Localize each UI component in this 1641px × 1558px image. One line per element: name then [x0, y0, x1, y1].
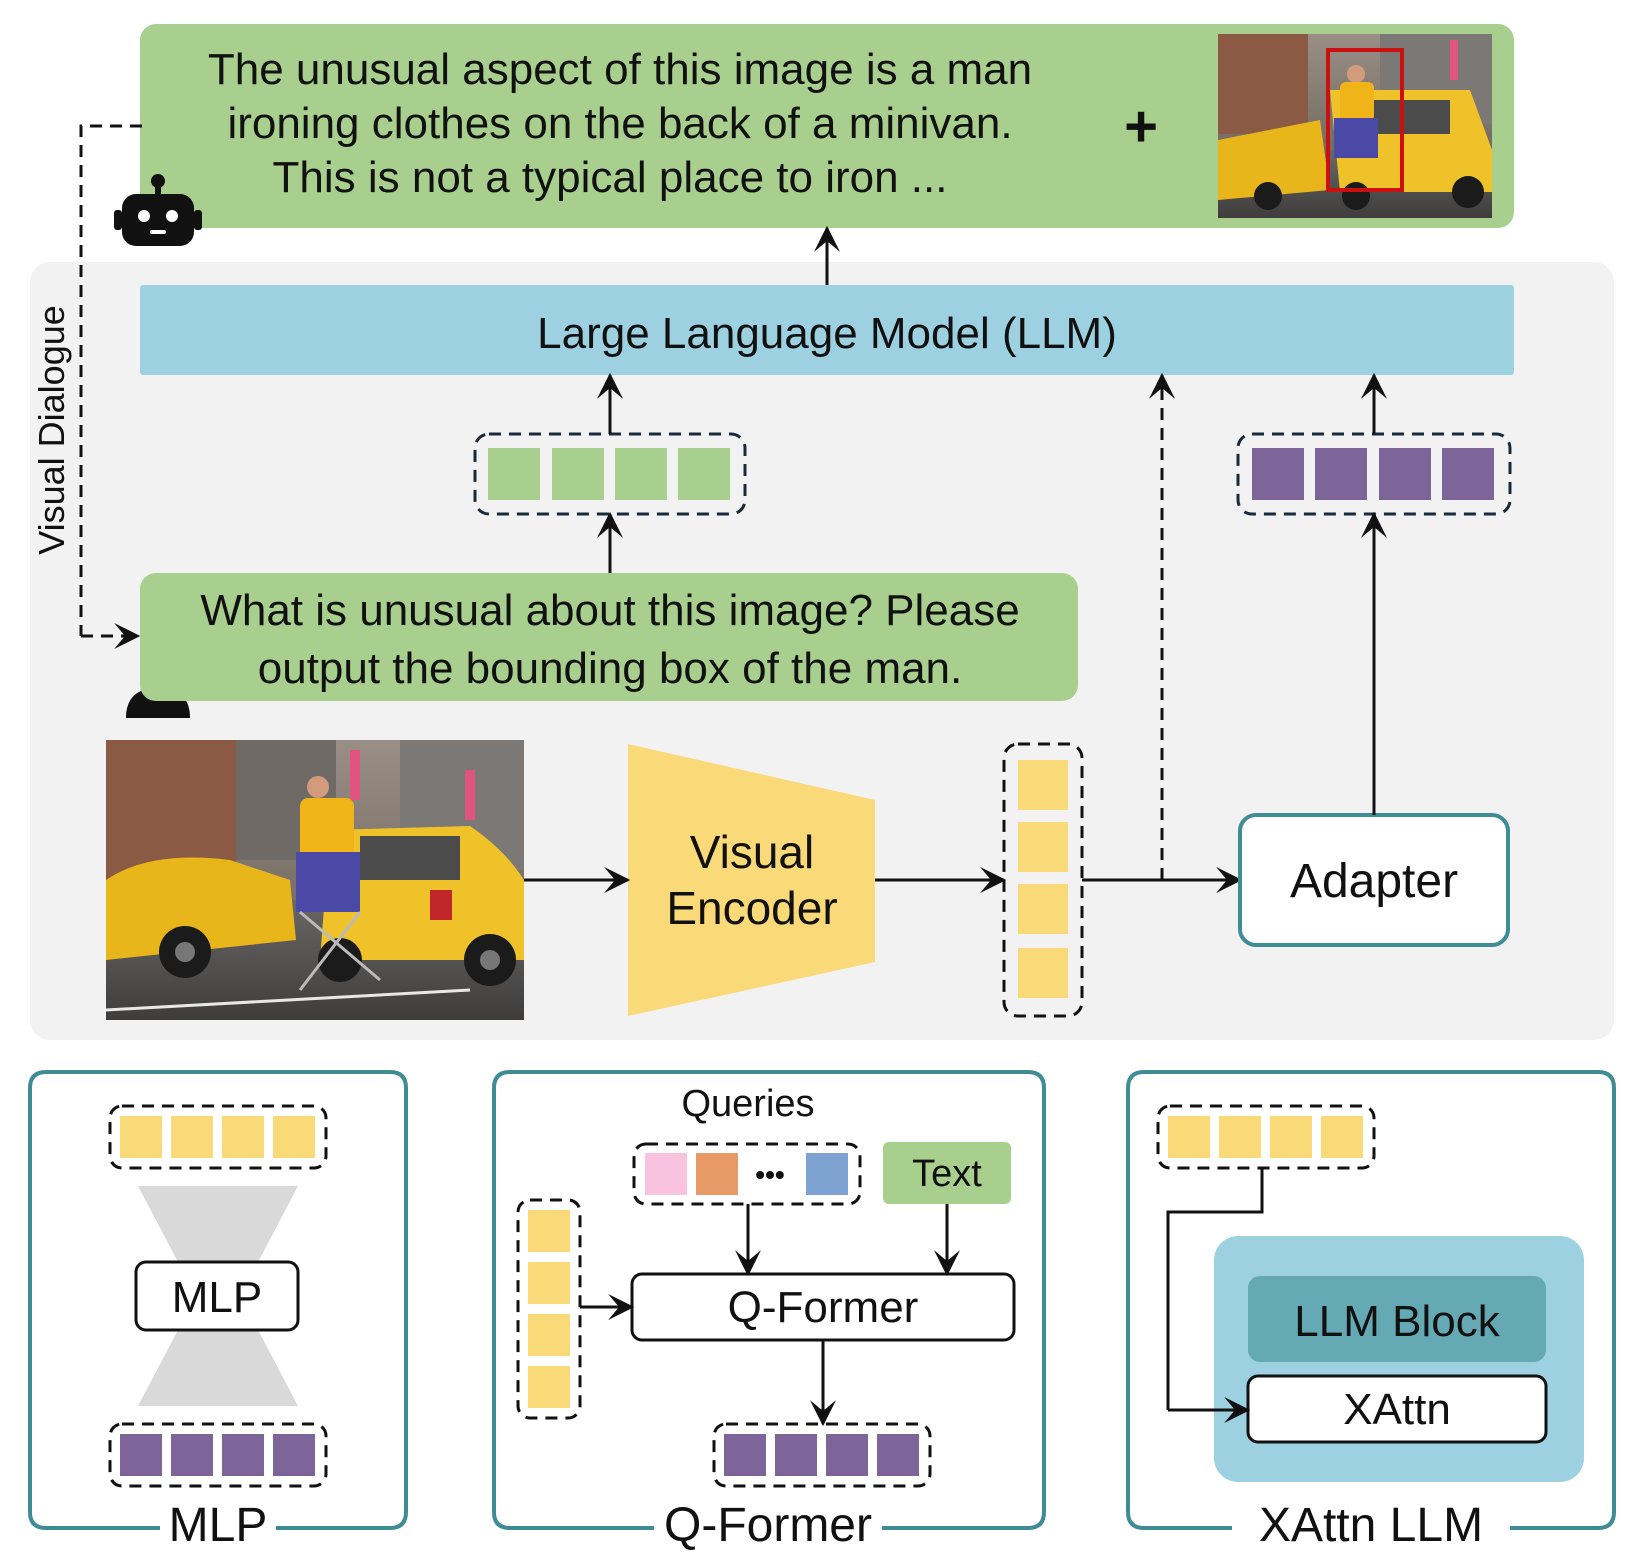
mlp-panel-title: MLP	[169, 1499, 268, 1552]
input-image	[106, 740, 524, 1020]
adapted-token-group	[1236, 432, 1512, 516]
xattn-llm-panel: XAttn LLM LLM Block XAttn	[1126, 1070, 1616, 1552]
question-line-1: What is unusual about this image? Please	[200, 586, 1019, 635]
visual-dialogue-label: Visual Dialogue	[31, 305, 72, 555]
text-input-label: Text	[912, 1153, 982, 1195]
llm-label: Large Language Model (LLM)	[537, 309, 1117, 358]
qformer-panel-title: Q-Former	[664, 1499, 872, 1552]
visual-dialogue-loop: Visual Dialogue	[31, 124, 142, 649]
robot-icon	[114, 174, 202, 246]
text-token-group	[473, 432, 747, 516]
response-line-3: This is not a typical place to iron ...	[273, 153, 948, 202]
llm-bar: Large Language Model (LLM)	[140, 285, 1514, 375]
encoder-label-line-1: Visual	[690, 826, 814, 878]
visual-token-group	[1002, 742, 1084, 1018]
encoder-label-line-2: Encoder	[666, 882, 837, 934]
output-image-thumbnail	[1218, 34, 1492, 218]
adapter-label: Adapter	[1290, 855, 1458, 908]
response-line-2: ironing clothes on the back of a minivan…	[227, 99, 1012, 148]
qformer-panel: Q-Former Queries ••• Text Q-Former	[492, 1070, 1046, 1552]
bounding-box	[1326, 48, 1404, 192]
visual-encoder: Visual Encoder	[628, 744, 875, 1016]
question-box	[140, 573, 1078, 701]
xattn-block-label: XAttn	[1343, 1385, 1451, 1434]
qformer-block-label: Q-Former	[728, 1283, 919, 1332]
response-bubble: The unusual aspect of this image is a ma…	[140, 24, 1514, 228]
mlp-block-label: MLP	[172, 1273, 262, 1322]
xattn-panel-title: XAttn LLM	[1259, 1499, 1483, 1552]
response-box	[140, 24, 1514, 228]
question-bubble: What is unusual about this image? Please…	[140, 573, 1078, 701]
llm-box	[140, 285, 1514, 375]
mlp-panel: MLP MLP	[28, 1070, 408, 1552]
queries-label: Queries	[681, 1083, 814, 1125]
question-line-2: output the bounding box of the man.	[258, 644, 963, 693]
adapter: Adapter	[1238, 813, 1510, 947]
plus-sign: +	[1124, 94, 1158, 159]
llm-block-label: LLM Block	[1294, 1297, 1500, 1346]
response-line-1: The unusual aspect of this image is a ma…	[208, 45, 1032, 94]
queries-ellipsis: •••	[755, 1159, 784, 1190]
